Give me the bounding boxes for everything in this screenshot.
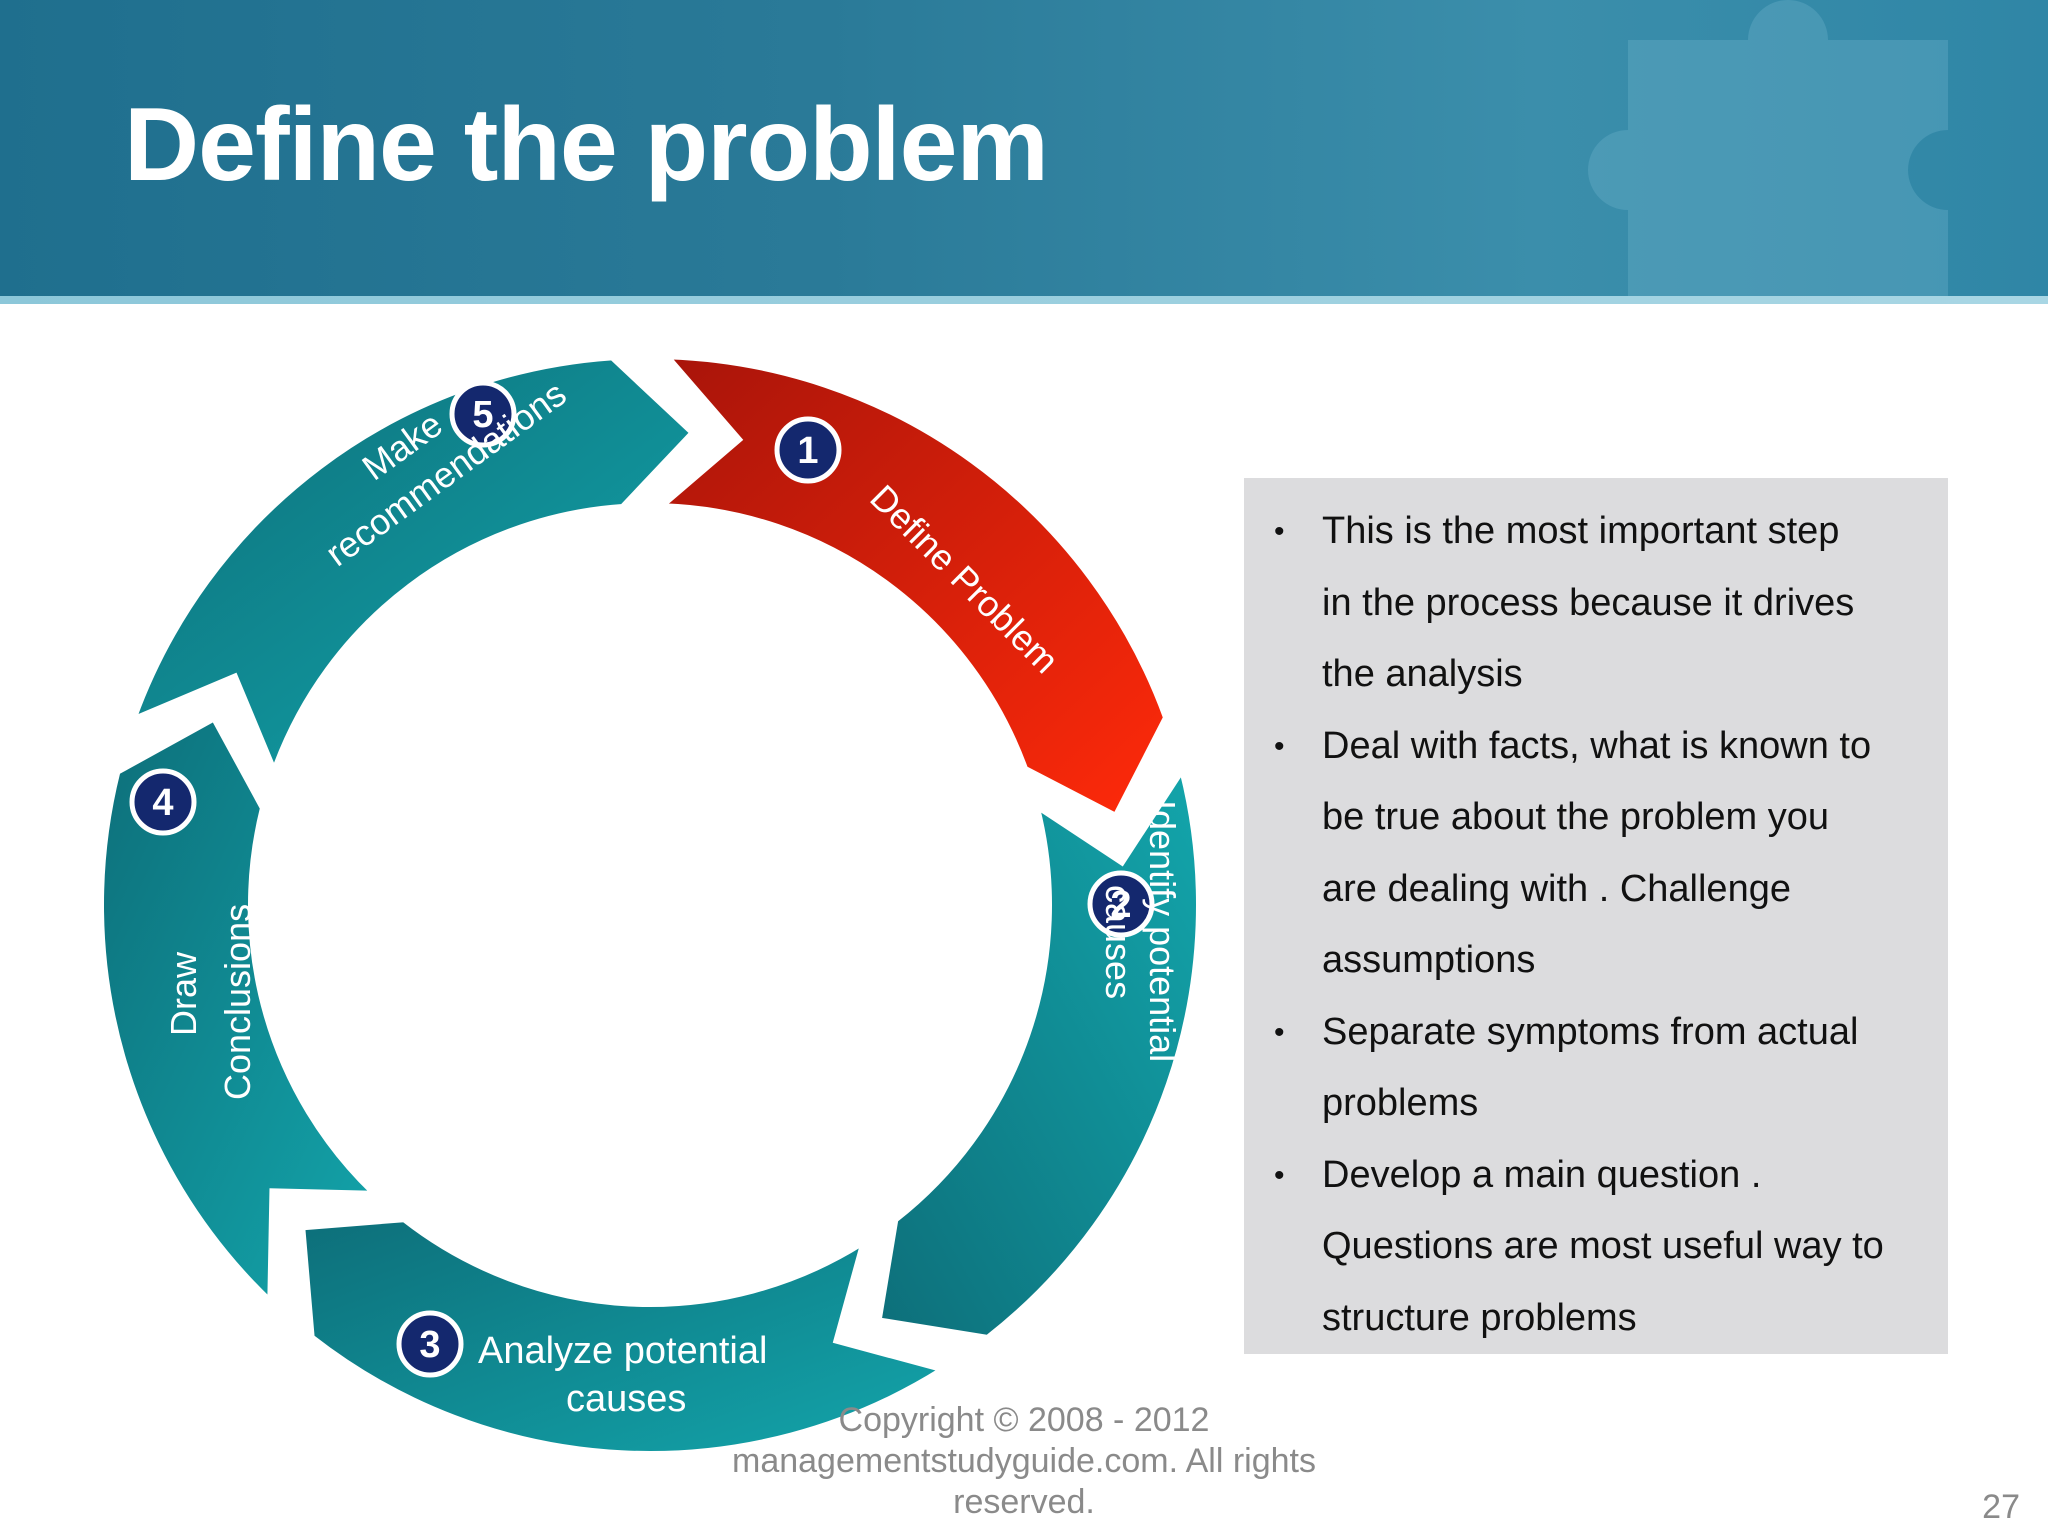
cycle-step-1-arrow — [658, 355, 1168, 818]
key-point-2-line-2: be true about the problem you — [1322, 796, 1830, 838]
copyright-notice: Copyright © 2008 - 2012 managementstudyg… — [732, 1401, 1316, 1521]
step-4-label-line2: Conclusions — [217, 904, 258, 1100]
key-point-2-line-1: Deal with facts, what is known to — [1322, 724, 1872, 767]
key-points-panel: • This is the most important step in the… — [1244, 478, 1948, 1354]
badge-number: 2 — [1110, 884, 1131, 926]
step-2-number-badge: 2 — [1087, 870, 1155, 938]
key-point-1-line-3: the analysis — [1322, 653, 1523, 695]
key-point-1-line-1: This is the most important step — [1322, 510, 1840, 552]
step-3-label-line2: causes — [566, 1378, 686, 1420]
step-1-number-badge: 1 — [774, 416, 842, 484]
key-point-1: • This is the most important step in the… — [1274, 496, 1918, 711]
badge-number: 3 — [419, 1324, 440, 1366]
key-point-3: • Separate symptoms from actual problems — [1274, 997, 1918, 1140]
header-banner: Define the problem — [0, 0, 2048, 304]
header-divider — [0, 296, 2048, 304]
page-number: 27 — [1982, 1488, 2020, 1526]
page-title: Define the problem — [124, 87, 1049, 203]
step-3-label-line1: Analyze potential — [478, 1330, 767, 1372]
badge-number: 4 — [152, 782, 173, 824]
key-point-1-line-2: in the process because it drives — [1322, 581, 1855, 624]
bullet-icon: • — [1274, 515, 1285, 548]
step-5-number-badge: 5 — [449, 380, 517, 448]
step-2-label: Identify potential causes — [1098, 800, 1183, 1062]
step-3-number-badge: 3 — [396, 1310, 464, 1378]
bullet-icon: • — [1274, 729, 1285, 763]
badge-circle — [396, 1310, 464, 1378]
step-2-label-line1: Identify potential — [1142, 800, 1183, 1062]
key-points-list: • This is the most important step in the… — [1274, 496, 1918, 1354]
key-point-2-line-4: assumptions — [1322, 939, 1536, 981]
key-point-3-line-2: problems — [1322, 1082, 1479, 1124]
bullet-icon: • — [1274, 1015, 1285, 1049]
step-4-number-badge: 4 — [129, 768, 197, 836]
badge-circle — [449, 380, 517, 448]
bullet-icon: • — [1274, 1158, 1285, 1192]
step-4-label: Draw Conclusions — [163, 904, 258, 1100]
badge-circle — [774, 416, 842, 484]
badge-number: 1 — [797, 430, 818, 472]
key-point-4-line-2: Questions are most useful way to — [1322, 1225, 1884, 1267]
key-point-4-line-1: Develop a main question . — [1322, 1153, 1762, 1196]
badge-circle — [129, 768, 197, 836]
cycle-step-5-arrow — [131, 356, 695, 774]
key-point-4: • Develop a main question . Questions ar… — [1274, 1140, 1918, 1355]
key-point-2: • Deal with facts, what is known to be t… — [1274, 711, 1918, 997]
badge-circle — [1087, 870, 1155, 938]
cycle-step-4-arrow — [99, 717, 378, 1304]
cycle-step-3-arrow — [301, 1218, 946, 1455]
key-point-2-line-3: are dealing with . Challenge — [1322, 867, 1791, 910]
key-point-4-line-3: structure problems — [1322, 1296, 1637, 1339]
key-point-3-line-1: Separate symptoms from actual — [1322, 1010, 1859, 1053]
badge-number: 5 — [472, 394, 493, 436]
puzzle-piece-decoration — [1588, 0, 1948, 300]
step-4-label-line1: Draw — [163, 951, 204, 1036]
step-2-label-line2: causes — [1098, 885, 1139, 999]
